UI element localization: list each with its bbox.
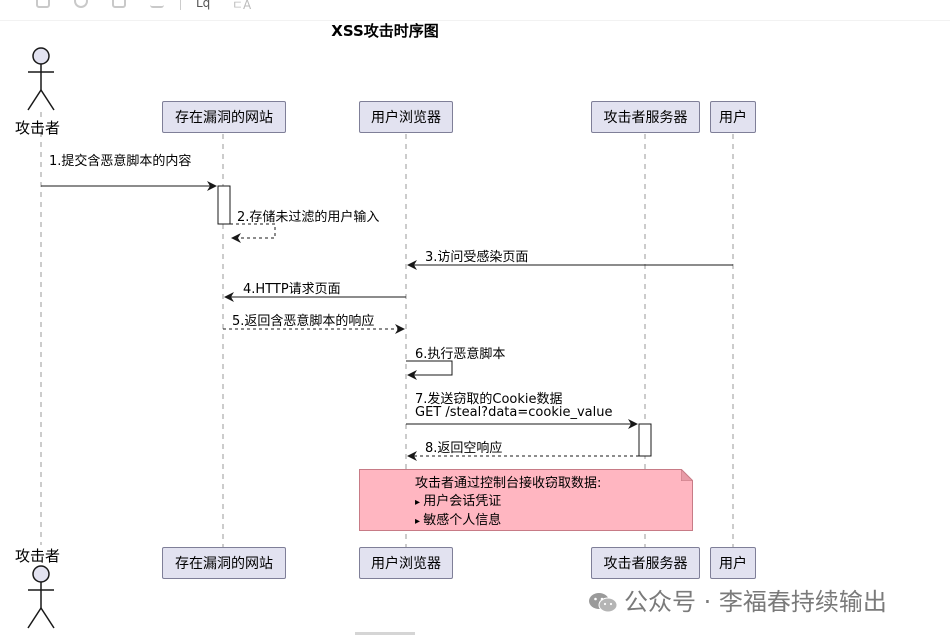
message-label-4: 4.HTTP请求页面 [243, 282, 341, 297]
edit-icon[interactable] [36, 0, 50, 8]
watermark-text: 公众号 · 李福春持续输出 [624, 588, 887, 616]
toolbar-text-2[interactable]: ㄷA [232, 0, 252, 12]
participant-browser-top: 用户浏览器 [359, 101, 453, 133]
message-label-3: 3.访问受感染页面 [425, 250, 529, 265]
bottom-scroll-indicator[interactable] [355, 632, 415, 635]
arrow-msg-6 [406, 360, 453, 380]
toolbar-divider [180, 0, 181, 10]
toolbar-text-1[interactable]: Lq [196, 0, 211, 10]
message-label-5: 5.返回含恶意脚本的响应 [232, 314, 375, 329]
wechat-icon [589, 593, 618, 613]
message-label-2: 2.存储未过滤的用户输入 [237, 210, 380, 225]
activation-vuln-site [217, 185, 231, 225]
arrow-msg-2 [230, 223, 276, 243]
message-label-7-detail: GET /steal?data=cookie_value [415, 405, 613, 420]
note-box: 攻击者通过控制台接收窃取数据: 用户会话凭证 敏感个人信息 [359, 469, 693, 531]
message-label-7: 7.发送窃取的Cookie数据 [415, 392, 563, 407]
actor-label-bottom: 攻击者 [15, 547, 61, 565]
message-label-1: 1.提交含恶意脚本的内容 [49, 154, 192, 169]
actor-figure-top [27, 47, 55, 111]
watermark: 公众号 · 李福春持续输出 [588, 582, 887, 617]
message-label-8: 8.返回空响应 [425, 441, 503, 456]
note-heading: 攻击者通过控制台接收窃取数据: [415, 476, 602, 491]
note-item-1: 用户会话凭证 [415, 493, 692, 512]
link-icon[interactable] [74, 0, 88, 8]
toolbar: Lq ㄷA [0, 0, 950, 21]
grid-icon[interactable] [112, 0, 126, 8]
participant-attacker-server-bottom: 攻击者服务器 [591, 547, 700, 579]
diagram-title: XSS攻击时序图 [331, 22, 439, 40]
actor-figure-bottom [27, 565, 55, 629]
participant-vuln-site-bottom: 存在漏洞的网站 [162, 547, 286, 579]
participant-attacker-server-top: 攻击者服务器 [591, 101, 700, 133]
message-label-6: 6.执行恶意脚本 [415, 347, 506, 362]
actor-label-top: 攻击者 [15, 119, 61, 137]
participant-user-bottom: 用户 [710, 547, 756, 579]
participant-vuln-site-top: 存在漏洞的网站 [162, 101, 286, 133]
participant-user-top: 用户 [710, 101, 756, 133]
participant-browser-bottom: 用户浏览器 [359, 547, 453, 579]
note-item-2: 敏感个人信息 [415, 512, 692, 531]
activation-attacker-server [638, 423, 652, 457]
minus-icon[interactable] [150, 0, 164, 8]
note-fold-corner [681, 469, 693, 481]
